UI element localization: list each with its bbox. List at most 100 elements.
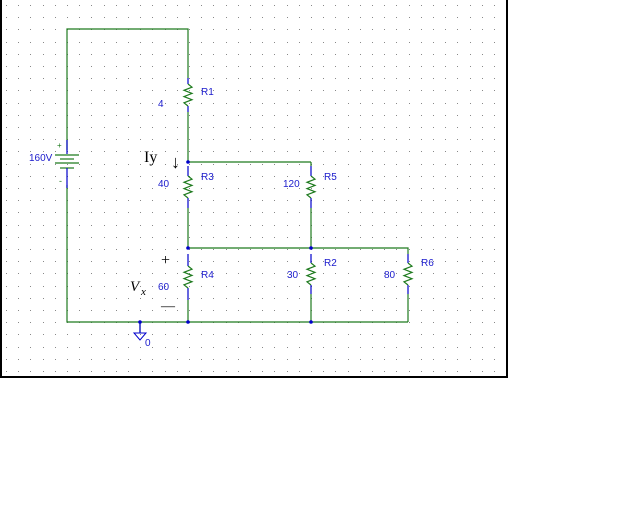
grid-dot (409, 29, 410, 30)
resistor-zigzag-icon (305, 175, 317, 199)
grid-dot (165, 188, 166, 189)
grid-dot (104, 17, 105, 18)
grid-dot (323, 188, 324, 189)
grid-dot (323, 237, 324, 238)
grid-dot (311, 78, 312, 79)
grid-dot (226, 249, 227, 250)
grid-dot (445, 54, 446, 55)
grid-dot (43, 5, 44, 6)
wire-bottom-rail[interactable] (66, 185, 408, 323)
resistor-ref: R5 (324, 172, 337, 183)
grid-dot (445, 286, 446, 287)
grid-dot (335, 127, 336, 128)
grid-dot (116, 54, 117, 55)
grid-dot (372, 78, 373, 79)
wire-top[interactable] (66, 28, 189, 150)
grid-dot (116, 5, 117, 6)
grid-dot (165, 200, 166, 201)
grid-dot (482, 42, 483, 43)
grid-dot (165, 5, 166, 6)
grid-dot (494, 322, 495, 323)
grid-dot (433, 359, 434, 360)
grid-dot (445, 103, 446, 104)
grid-dot (104, 90, 105, 91)
grid-dot (470, 164, 471, 165)
wire-middle-rail[interactable] (188, 247, 409, 254)
grid-dot (494, 286, 495, 287)
grid-dot (348, 42, 349, 43)
grid-dot (421, 200, 422, 201)
grid-dot (79, 273, 80, 274)
grid-dot (55, 261, 56, 262)
grid-dot (116, 42, 117, 43)
grid-dot (128, 310, 129, 311)
grid-dot (396, 103, 397, 104)
grid-dot (189, 164, 190, 165)
grid-dot (43, 371, 44, 372)
grid-dot (372, 103, 373, 104)
grid-dot (250, 188, 251, 189)
grid-dot (128, 127, 129, 128)
grid-dot (91, 273, 92, 274)
grid-dot (152, 261, 153, 262)
grid-dot (104, 164, 105, 165)
grid-dot (140, 5, 141, 6)
grid-dot (140, 176, 141, 177)
grid-dot (433, 286, 434, 287)
grid-dot (55, 334, 56, 335)
grid-dot (177, 5, 178, 6)
grid-dot (323, 298, 324, 299)
grid-dot (177, 164, 178, 165)
ground-label: 0 (145, 338, 151, 349)
grid-dot (494, 90, 495, 91)
grid-dot (213, 261, 214, 262)
grid-dot (299, 54, 300, 55)
grid-dot (470, 225, 471, 226)
grid-dot (421, 261, 422, 262)
grid-dot (299, 127, 300, 128)
grid-dot (238, 200, 239, 201)
grid-dot (152, 103, 153, 104)
grid-dot (348, 225, 349, 226)
grid-dot (238, 176, 239, 177)
grid-dot (360, 54, 361, 55)
grid-dot (494, 42, 495, 43)
grid-dot (396, 200, 397, 201)
grid-dot (433, 139, 434, 140)
grid-dot (6, 127, 7, 128)
grid-dot (409, 225, 410, 226)
voltage-source-v1[interactable]: 160V + - (29, 140, 79, 188)
resistor-r1[interactable]: R14 (158, 78, 214, 112)
schematic-canvas (0, 0, 508, 378)
ground-symbol[interactable]: 0 (132, 322, 151, 349)
grid-dot (287, 176, 288, 177)
grid-dot (91, 188, 92, 189)
grid-dot (116, 17, 117, 18)
grid-dot (384, 261, 385, 262)
grid-dot (91, 261, 92, 262)
grid-dot (189, 298, 190, 299)
grid-dot (213, 78, 214, 79)
grid-dot (323, 90, 324, 91)
grid-dot (55, 164, 56, 165)
grid-dot (274, 90, 275, 91)
grid-dot (177, 212, 178, 213)
grid-dot (433, 66, 434, 67)
grid-dot (445, 322, 446, 323)
grid-dot (213, 237, 214, 238)
grid-dot (433, 5, 434, 6)
grid-dot (274, 286, 275, 287)
grid-dot (79, 17, 80, 18)
grid-dot (457, 151, 458, 152)
grid-dot (421, 212, 422, 213)
grid-dot (140, 249, 141, 250)
grid-dot (482, 139, 483, 140)
grid-dot (348, 17, 349, 18)
grid-dot (55, 78, 56, 79)
grid-dot (360, 90, 361, 91)
